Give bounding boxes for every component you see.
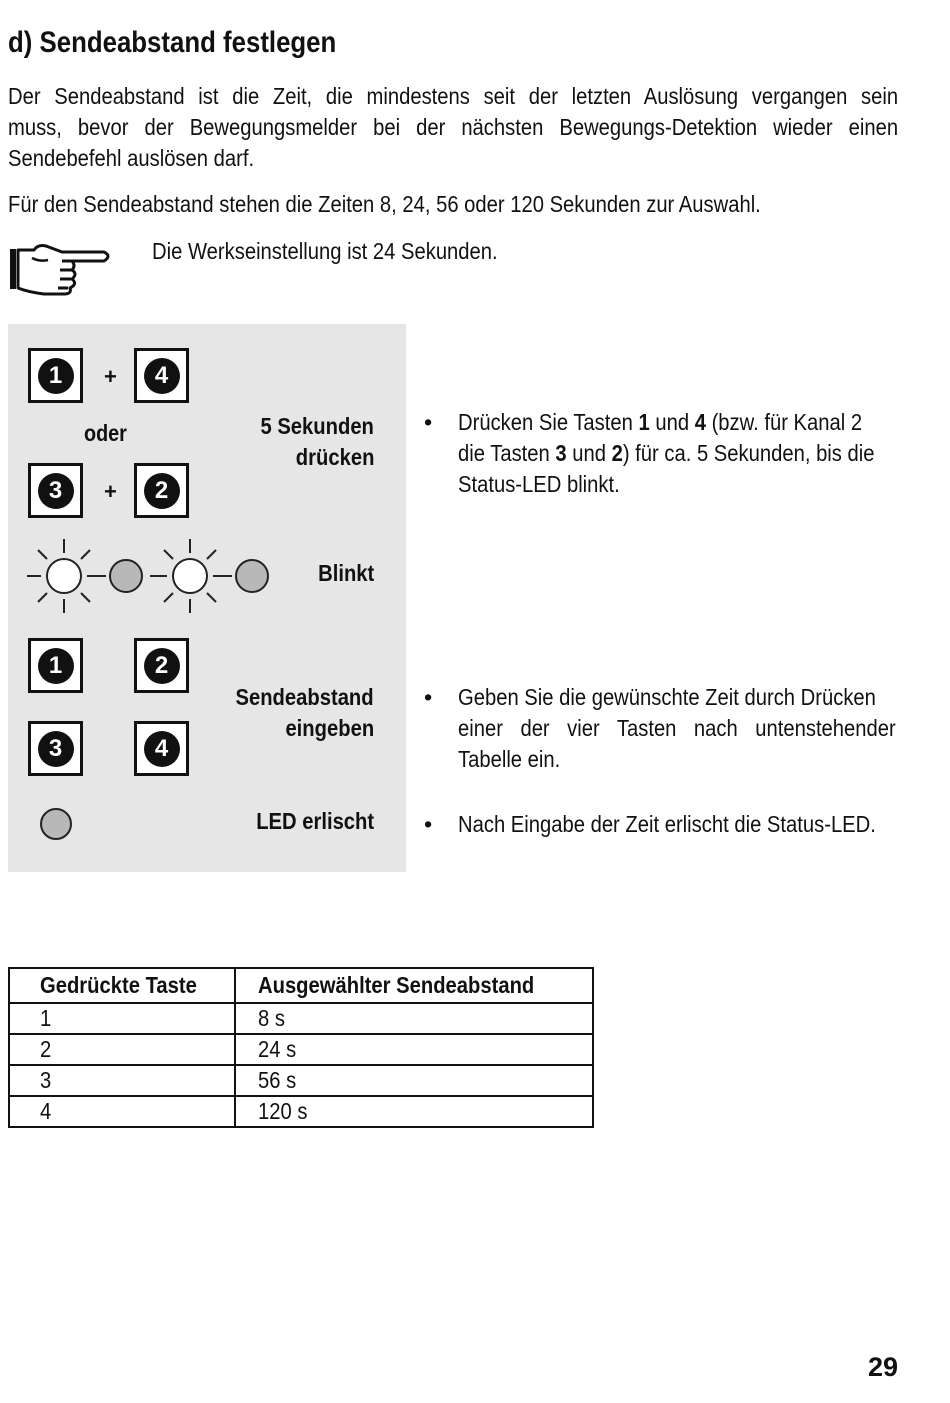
table-header-row: Gedrückte Taste Ausgewählter Sendeabstan… (8, 967, 594, 1004)
pointing-hand-icon (10, 244, 110, 296)
led-off-icon (40, 808, 72, 840)
key-button: 2 (134, 463, 189, 518)
section-heading: d) Sendeabstand festlegen (8, 26, 337, 59)
table-cell: 1 (8, 1002, 236, 1035)
table-header: Ausgewählter Sendeabstand (234, 967, 594, 1004)
enter-label: Sendeabstand eingeben (235, 684, 374, 741)
table-cell: 120 s (234, 1095, 594, 1128)
factory-setting-note: Die Werkseinstellung ist 24 Sekunden. (152, 238, 498, 264)
plus-sign: + (104, 364, 117, 389)
intro-line: Der Sendeabstand ist die Zeit, die minde… (8, 83, 899, 109)
press-label: 5 Sekunden drücken (260, 413, 374, 470)
key-button: 1 (28, 348, 83, 403)
intro-line: muss, bevor der Bewegungsmelder bei der … (8, 114, 899, 140)
blinking-led-icon (27, 539, 269, 613)
intro-paragraph: Der Sendeabstand ist die Zeit, die minde… (8, 81, 898, 174)
plus-sign: + (104, 479, 117, 504)
table-row: 1 8 s (8, 1002, 594, 1035)
times-paragraph: Für den Sendeabstand stehen die Zeiten 8… (8, 191, 761, 217)
table-row: 4 120 s (8, 1095, 594, 1128)
key-button: 3 (28, 463, 83, 518)
page-number: 29 (867, 1352, 898, 1382)
key-button: 4 (134, 721, 189, 776)
table-cell: 24 s (234, 1033, 594, 1066)
key-button: 1 (28, 638, 83, 693)
intro-line: Sendebefehl auslösen darf. (8, 145, 255, 171)
table-cell: 3 (8, 1064, 236, 1097)
key-button: 2 (134, 638, 189, 693)
led-off-label: LED erlischt (256, 808, 374, 834)
table-cell: 8 s (234, 1002, 594, 1035)
table-cell: 4 (8, 1095, 236, 1128)
blink-label: Blinkt (317, 560, 374, 586)
key-button: 4 (134, 348, 189, 403)
key-button: 3 (28, 721, 83, 776)
table-cell: 2 (8, 1033, 236, 1066)
table-row: 2 24 s (8, 1033, 594, 1066)
table-cell: 56 s (234, 1064, 594, 1097)
oder-label: oder (84, 420, 127, 446)
interval-table: Gedrückte Taste Ausgewählter Sendeabstan… (8, 967, 594, 1128)
table-header: Gedrückte Taste (8, 967, 236, 1004)
table-row: 3 56 s (8, 1064, 594, 1097)
instruction-panel: 1 + 4 oder 3 + 2 5 Sekunden drücken Blin… (8, 324, 406, 872)
